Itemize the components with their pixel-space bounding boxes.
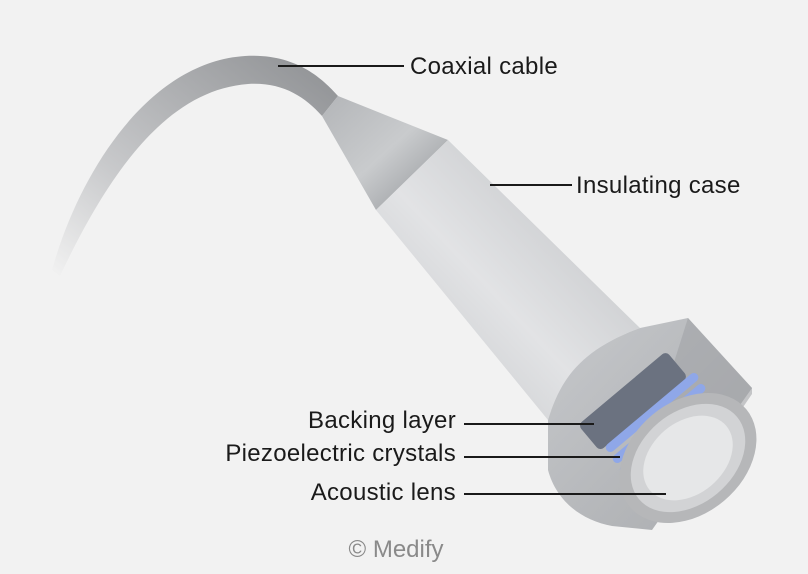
strain-relief bbox=[322, 96, 448, 210]
label-piezoelectric-crystals: Piezoelectric crystals bbox=[225, 440, 456, 467]
credit-text: © Medify bbox=[348, 536, 443, 563]
label-acoustic-lens: Acoustic lens bbox=[311, 479, 456, 506]
label-backing-layer: Backing layer bbox=[308, 407, 456, 434]
insulating-case-body bbox=[376, 140, 640, 420]
label-coaxial-cable: Coaxial cable bbox=[410, 53, 558, 80]
backing-layer bbox=[580, 353, 686, 450]
label-insulating-case: Insulating case bbox=[576, 172, 741, 199]
coaxial-cable bbox=[52, 55, 338, 276]
acoustic-lens bbox=[619, 392, 757, 524]
